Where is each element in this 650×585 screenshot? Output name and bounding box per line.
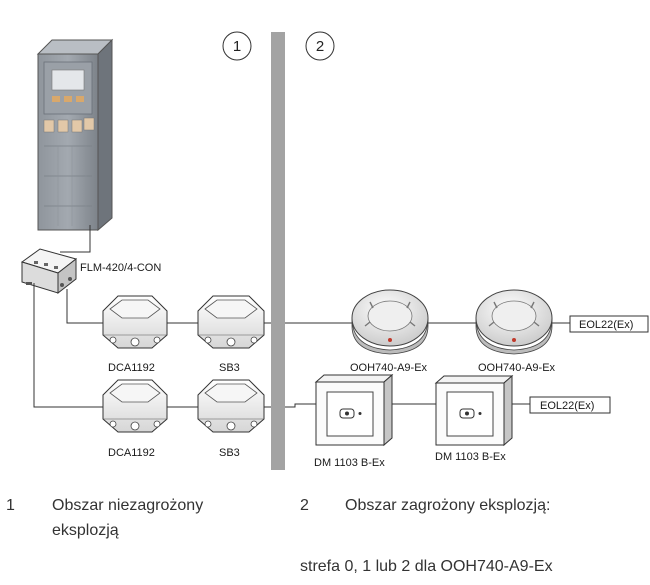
flm-module-icon — [20, 248, 78, 295]
call-point-1-label: DM 1103 B-Ex — [314, 457, 385, 469]
junction-box-sb3-bottom — [197, 379, 265, 433]
legend: 1 Obszar niezagrożony eksplozją 2 Obszar… — [0, 494, 650, 585]
eol-bottom-label: EOL22(Ex) — [540, 400, 594, 412]
zone-separator-bar — [271, 32, 285, 470]
legend-zone-note: strefa 0, 1 lub 2 dla OOH740-A9-Ex — [300, 558, 553, 575]
zone-1-number: 1 — [233, 38, 241, 55]
junction-box-sb3-top — [197, 295, 265, 349]
eol-top-label: EOL22(Ex) — [579, 319, 633, 331]
smoke-detector-1-icon — [351, 289, 429, 355]
call-point-2-icon — [434, 374, 514, 447]
call-point-2-label: DM 1103 B-Ex — [435, 451, 506, 463]
system-wiring-diagram: FLM-420/4-CON 1 2 DCA1192 — [20, 31, 649, 470]
panel-cable — [60, 225, 91, 253]
dca-bottom-label: DCA1192 — [108, 447, 155, 459]
zone-2-marker: 2 — [305, 31, 335, 61]
junction-box-dca-bottom — [102, 379, 168, 433]
call-point-1-icon — [314, 373, 394, 447]
zone-1-marker: 1 — [222, 31, 252, 61]
sb3-top-label: SB3 — [219, 362, 240, 374]
legend-item-1-number: 1 — [6, 497, 15, 514]
dca-top-label: DCA1192 — [108, 362, 155, 374]
legend-item-1-line-2: eksplozją — [52, 522, 119, 539]
flm-module-label: FLM-420/4-CON — [80, 262, 161, 274]
zone-2-number: 2 — [316, 38, 324, 55]
legend-item-1-line-1: Obszar niezagrożony — [52, 497, 204, 514]
eol-top-box — [569, 315, 649, 333]
legend-item-2-text: Obszar zagrożony eksplozją: — [345, 497, 551, 514]
fire-panel-cabinet — [36, 38, 114, 232]
eol-bottom-box — [529, 396, 611, 414]
sb3-bottom-label: SB3 — [219, 447, 240, 459]
detector-2-label: OOH740-A9-Ex — [478, 362, 556, 374]
legend-item-2-number: 2 — [300, 497, 309, 514]
smoke-detector-2-icon — [475, 289, 553, 355]
detector-1-label: OOH740-A9-Ex — [350, 362, 428, 374]
junction-box-dca-top — [102, 295, 168, 349]
